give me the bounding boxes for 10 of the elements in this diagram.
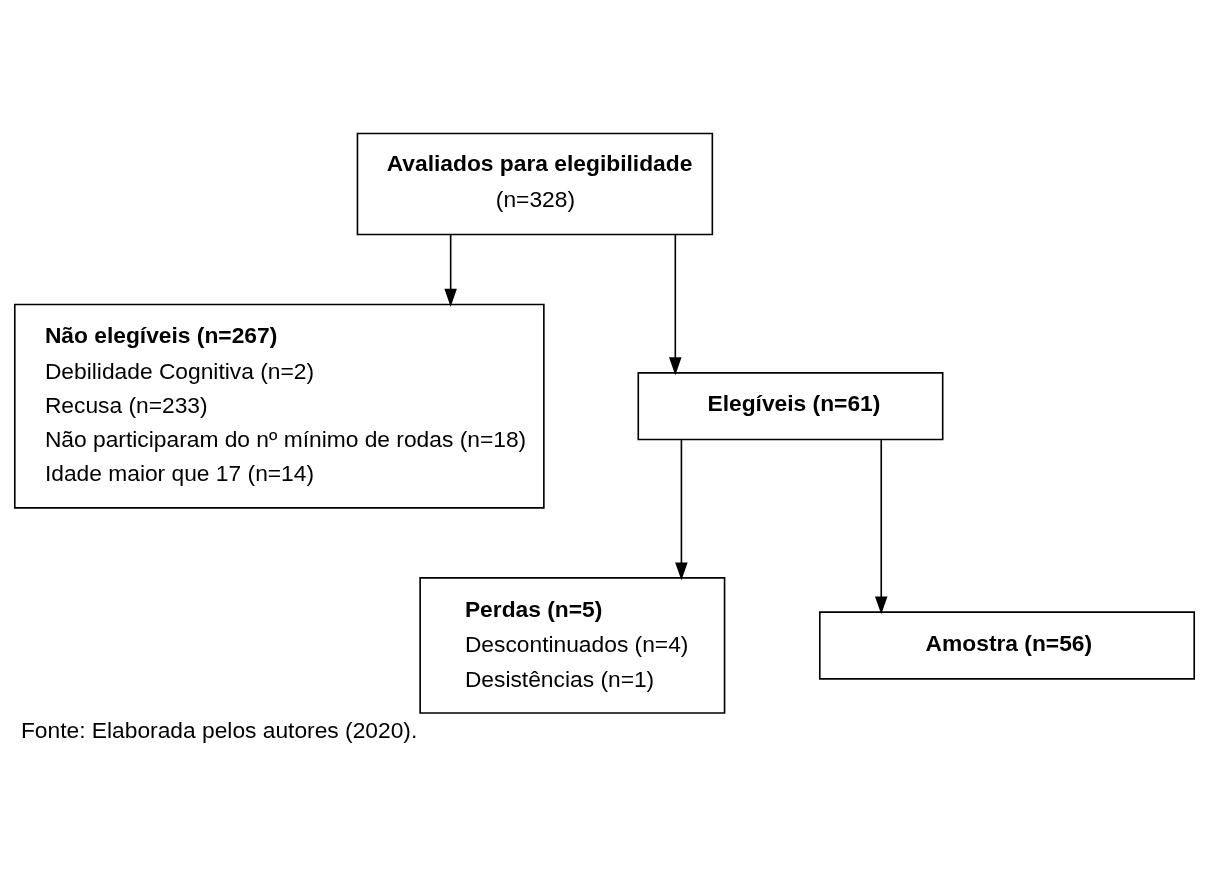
arrow <box>675 439 688 581</box>
node-box: Amostra (n=56) <box>818 611 1196 680</box>
arrow <box>444 234 457 307</box>
node-box: Avaliados para elegibilidade (n=328) <box>356 132 714 236</box>
caption: Fonte: Elaborada pelos autores (2020). <box>20 716 418 743</box>
arrow <box>669 234 682 376</box>
node-box: Elegíveis (n=61) <box>637 372 944 441</box>
arrow <box>874 439 888 615</box>
node-box: Não elegíveis (n=267) Debilidade Cognitiva (n=2) Recusa (n=233) Não participaram do nº mínimo de rodas (n=18) Idade maior que 17 (n=14) <box>13 303 545 509</box>
node-box: Perdas (n=5) Descontinuados (n=4) Desistências (n=1) <box>419 577 726 714</box>
